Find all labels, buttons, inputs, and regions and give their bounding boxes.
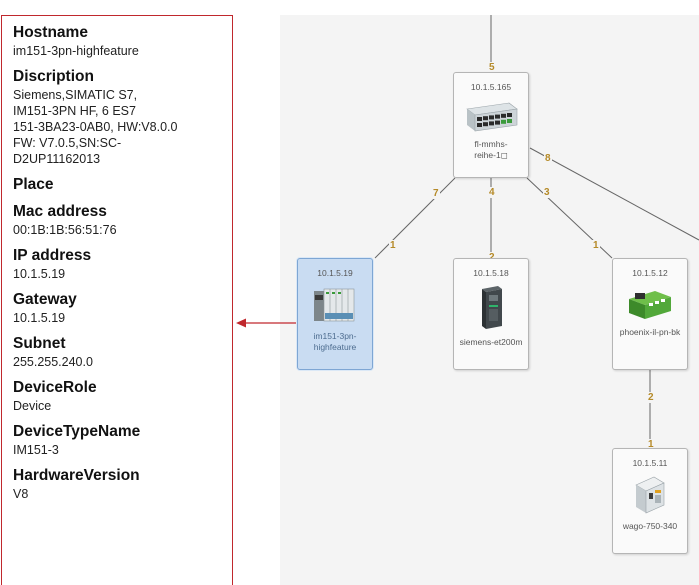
bus-coupler-icon: [629, 291, 671, 319]
subnet-label: Subnet: [13, 335, 66, 352]
port-label: 7: [432, 188, 440, 199]
place-label: Place: [13, 176, 54, 193]
node-ip: 10.1.5.18: [473, 268, 509, 278]
node-ip: 10.1.5.19: [317, 268, 353, 278]
node-ip: 10.1.5.165: [470, 82, 512, 92]
gateway-value: 10.1.5.19: [13, 311, 66, 325]
node-name: phoenix-il-pn-bk: [619, 327, 681, 337]
subnet-value: 255.255.240.0: [13, 355, 93, 369]
callout-arrowhead: [236, 318, 246, 328]
gateway-label: Gateway: [13, 291, 77, 308]
plc-icon: [482, 286, 502, 329]
port-label: 4: [488, 187, 496, 198]
port-label: 2: [647, 392, 655, 403]
node-name: wago-750-340: [622, 521, 678, 531]
port-label: 8: [544, 153, 552, 164]
io-module-icon: [314, 288, 355, 322]
port-label: 5: [488, 62, 496, 73]
port-label: 1: [389, 240, 397, 251]
port-label: 3: [543, 187, 551, 198]
device-type-name-label: DeviceTypeName: [13, 423, 141, 440]
device-role-value: Device: [13, 399, 52, 413]
device-node-phoenix[interactable]: 10.1.5.12 phoenix-il-pn-bk: [612, 258, 688, 370]
switch-icon: [466, 102, 518, 132]
hardware-version-value: V8: [13, 487, 29, 501]
hardware-version-label: HardwareVersion: [13, 467, 140, 484]
ip-address-value: 10.1.5.19: [13, 267, 66, 281]
device-role-label: DeviceRole: [13, 379, 97, 396]
fieldbus-coupler-icon: [635, 476, 665, 514]
port-label: 1: [592, 240, 600, 251]
device-node-wago[interactable]: 10.1.5.11 wago-750-340: [612, 448, 688, 554]
device-node-switch[interactable]: 10.1.5.165 fl-mmhs- reihe-1◻: [453, 72, 529, 178]
ip-address-label: IP address: [13, 247, 92, 264]
node-name: im151-3pn- highfeature: [313, 331, 357, 352]
device-node-im151[interactable]: 10.1.5.19 im151-3pn- highfeature: [297, 258, 373, 370]
link-switch-to-im151: [374, 177, 456, 259]
node-ip: 10.1.5.11: [632, 458, 668, 468]
node-ip: 10.1.5.12: [632, 268, 668, 278]
hostname-value: im151-3pn-highfeature: [13, 44, 139, 58]
port-label: 1: [647, 439, 655, 450]
description-value: Siemens,SIMATIC S7, IM151-3PN HF, 6 ES7 …: [13, 88, 178, 166]
mac-address-value: 00:1B:1B:56:51:76: [13, 223, 117, 237]
link-switch-to-offscreen: [529, 147, 699, 241]
port-label: 2: [488, 252, 496, 263]
hostname-label: Hostname: [13, 24, 88, 41]
node-name: fl-mmhs- reihe-1◻: [474, 139, 508, 160]
device-node-et200m[interactable]: 10.1.5.18 siemens-et200m: [453, 258, 529, 370]
device-details-panel: Hostname im151-3pn-highfeature Discripti…: [1, 15, 233, 585]
device-type-name-value: IM151-3: [13, 443, 59, 457]
mac-address-label: Mac address: [13, 203, 107, 220]
description-label: Discription: [13, 68, 94, 85]
node-name: siemens-et200m: [459, 337, 523, 347]
